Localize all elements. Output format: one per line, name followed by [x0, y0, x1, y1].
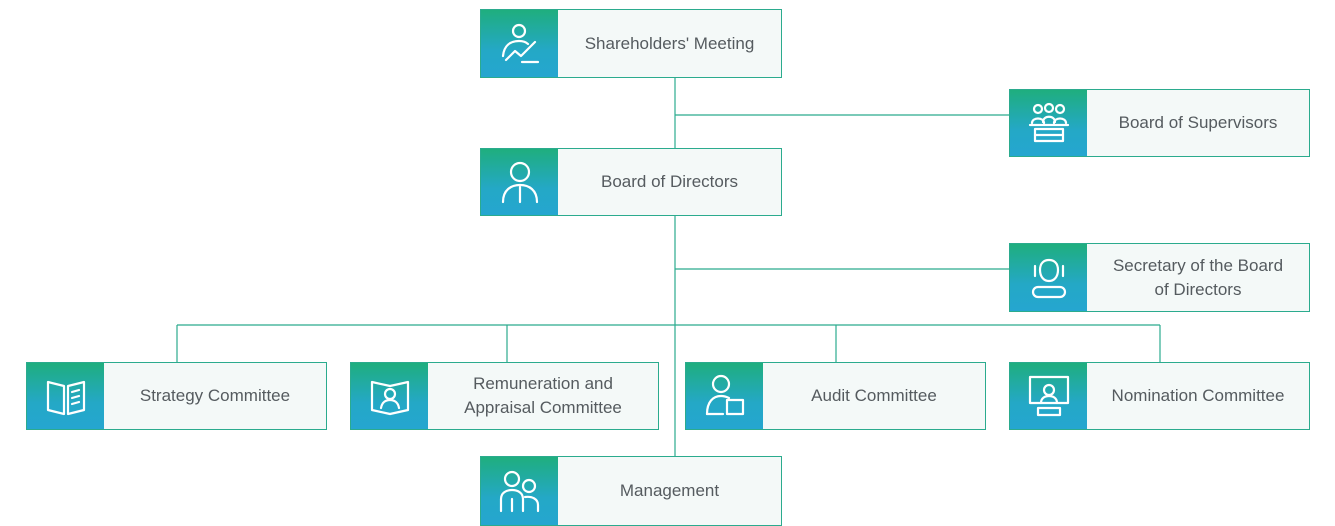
node-management: Management: [480, 456, 782, 526]
node-board-of-supervisors: Board of Supervisors: [1009, 89, 1310, 157]
node-secretary: Secretary of the Board of Directors: [1009, 243, 1310, 312]
node-label: Remuneration and Appraisal Committee: [464, 374, 622, 417]
node-label: Secretary of the Board of Directors: [1112, 255, 1284, 299]
node-strategy-committee: Strategy Committee: [26, 362, 327, 430]
book-person-icon: [351, 363, 428, 429]
node-label: Nomination Committee: [1111, 386, 1285, 405]
chart-person-icon: [481, 10, 558, 77]
node-label: Shareholders' Meeting: [584, 33, 755, 53]
node-label: Audit Committee: [811, 386, 937, 405]
node-board-of-directors: Board of Directors: [480, 148, 782, 216]
person-tie-icon: [481, 149, 558, 215]
node-shareholders-meeting: Shareholders' Meeting: [480, 9, 782, 78]
node-audit-committee: Audit Committee: [685, 362, 986, 430]
node-remuneration-committee: Remuneration and Appraisal Committee: [350, 362, 659, 430]
node-label: Board of Supervisors: [1118, 113, 1278, 132]
node-label: Management: [619, 481, 720, 500]
person-document-icon: [686, 363, 763, 429]
presentation-screen-icon: [1010, 363, 1087, 429]
open-book-icon: [27, 363, 104, 429]
node-label: Strategy Committee: [139, 386, 291, 405]
node-label: Board of Directors: [601, 172, 738, 191]
node-nomination-committee: Nomination Committee: [1009, 362, 1310, 430]
two-persons-icon: [481, 457, 558, 525]
group-podium-icon: [1010, 90, 1087, 156]
headset-person-icon: [1010, 244, 1087, 311]
